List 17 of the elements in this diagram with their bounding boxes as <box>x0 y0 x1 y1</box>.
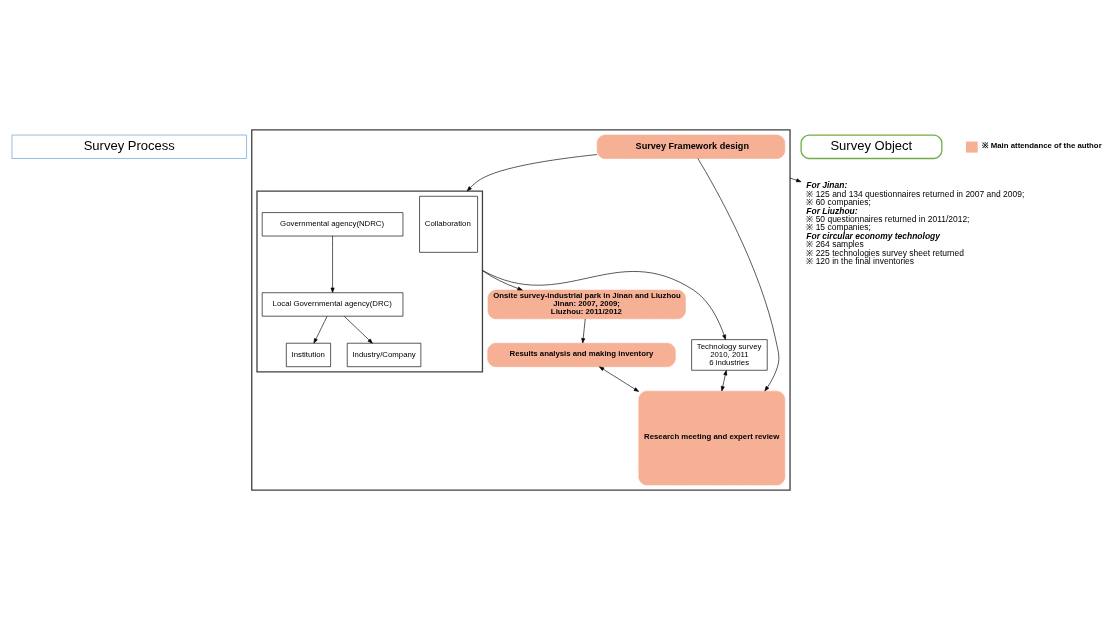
arrow <box>330 235 335 293</box>
node-box: Survey Process <box>11 134 247 159</box>
node-box: Survey Framework design <box>596 134 786 159</box>
arrow <box>697 157 780 391</box>
arrow <box>581 318 586 343</box>
arrow <box>466 153 598 191</box>
arrow <box>720 369 728 391</box>
cluster <box>256 189 484 373</box>
arrow <box>482 269 523 290</box>
arrow <box>313 315 328 343</box>
node-box: Survey Object <box>800 133 943 159</box>
arrow <box>789 177 802 182</box>
cluster <box>251 128 791 491</box>
node-text: For Jinan: ※ 125 and 134 questionnaires returned in 2007 and 2009; ※ 60 companies; For Liuzhou: ※ 50 questionnaires returned in 2011/2012; ※ 15 companies; For circular economy technology ※ 264 samples ※ 225 technologies survey sheet returned ※ 120 in the final inventories <box>806 179 1025 266</box>
arrow <box>343 315 373 343</box>
arrow <box>599 366 639 392</box>
arrow <box>482 269 726 340</box>
